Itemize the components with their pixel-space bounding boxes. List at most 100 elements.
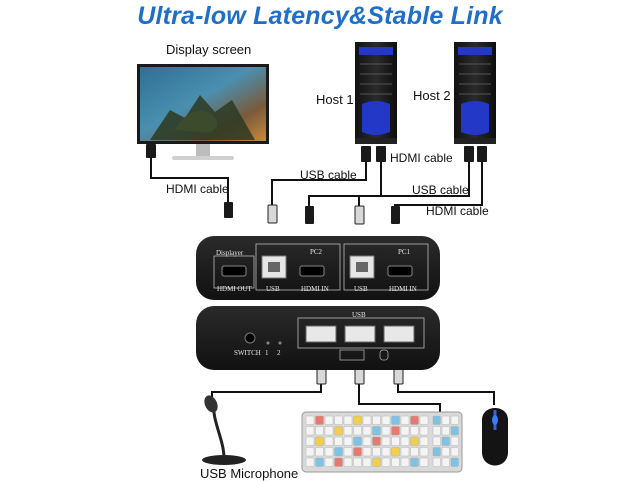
host1-tower	[355, 42, 397, 144]
keyboard-key	[305, 415, 315, 425]
switch-button-label: SWITCH	[234, 349, 261, 357]
keyboard-key	[419, 457, 429, 467]
keyboard-key	[334, 426, 343, 436]
keyboard-key	[372, 415, 381, 425]
keyboard-key	[432, 415, 441, 425]
keyboard-key	[400, 447, 410, 457]
mouse	[482, 408, 508, 466]
keyboard-key	[334, 415, 343, 425]
keyboard-key	[419, 415, 429, 425]
keyboard-key	[362, 415, 372, 425]
keyboard-key	[305, 447, 315, 457]
keyboard-key	[305, 457, 315, 467]
pc1-hdmi-in-label: HDMI IN	[389, 285, 417, 293]
keyboard-key	[372, 447, 381, 457]
keyboard-key	[410, 436, 419, 446]
keyboard-key	[450, 447, 459, 457]
kvm-back-panel	[196, 236, 440, 300]
hdmi-cable-monitor-label: HDMI cable	[166, 182, 229, 196]
keyboard-key	[372, 436, 381, 446]
keyboard-key	[343, 415, 353, 425]
keyboard-key	[324, 426, 334, 436]
host1-label: Host 1	[316, 92, 354, 107]
keyboard-key	[432, 436, 441, 446]
keyboard-key	[391, 415, 400, 425]
keyboard-key	[441, 415, 450, 425]
keyboard-key	[353, 457, 362, 467]
keyboard-key	[315, 457, 324, 467]
keyboard-key	[315, 426, 324, 436]
keyboard-key	[391, 436, 400, 446]
pc2-usb-label: USB	[266, 285, 280, 293]
keyboard-key	[381, 436, 391, 446]
keyboard-key	[324, 447, 334, 457]
hdmi-out-port-label: HDMI OUT	[217, 285, 252, 293]
displayer-port-label: Displayer	[216, 249, 244, 257]
keyboard-key	[362, 457, 372, 467]
keyboard-key	[432, 447, 441, 457]
keyboard-key	[343, 447, 353, 457]
keyboard-key	[334, 447, 343, 457]
keyboard-key	[353, 415, 362, 425]
keyboard-key	[315, 436, 324, 446]
switch-indicator-1-label: 1	[265, 349, 269, 357]
keyboard-key	[450, 436, 459, 446]
usb-cable-host1-label: USB cable	[300, 168, 357, 182]
switch-indicator-2-label: 2	[277, 349, 281, 357]
keyboard-key	[372, 457, 381, 467]
keyboard-key	[410, 426, 419, 436]
pc1-usb-label: USB	[354, 285, 368, 293]
keyboard-key	[400, 415, 410, 425]
keyboard-key	[353, 426, 362, 436]
keyboard-key	[324, 436, 334, 446]
keyboard-key	[432, 426, 441, 436]
keyboard-key	[419, 436, 429, 446]
keyboard-key	[419, 426, 429, 436]
keyboard-key	[381, 447, 391, 457]
keyboard-keys	[305, 415, 459, 467]
keyboard-key	[450, 426, 459, 436]
keyboard-key	[334, 436, 343, 446]
usb-microphone-label: USB Microphone	[200, 466, 299, 481]
keyboard-key	[343, 457, 353, 467]
pc1-label: PC1	[398, 248, 411, 256]
keyboard-key	[315, 447, 324, 457]
keyboard-key	[353, 436, 362, 446]
usb-cable-host2-label: USB cable	[412, 183, 469, 197]
keyboard-key	[410, 415, 419, 425]
keyboard-key	[324, 415, 334, 425]
keyboard-key	[362, 436, 372, 446]
keyboard-key	[441, 457, 450, 467]
keyboard-key	[419, 447, 429, 457]
keyboard-key	[381, 415, 391, 425]
diagram-title: Ultra-low Latency&Stable Link	[137, 2, 503, 30]
keyboard-key	[391, 457, 400, 467]
keyboard-key	[372, 426, 381, 436]
keyboard-key	[410, 457, 419, 467]
keyboard-key	[441, 447, 450, 457]
keyboard-key	[353, 447, 362, 457]
keyboard-key	[343, 436, 353, 446]
keyboard-key	[381, 426, 391, 436]
front-usb-label: USB	[352, 311, 366, 319]
connector-plugs	[146, 144, 487, 385]
keyboard-key	[324, 457, 334, 467]
keyboard-key	[450, 415, 459, 425]
keyboard-key	[305, 436, 315, 446]
pc2-hdmi-in-label: HDMI IN	[301, 285, 329, 293]
host2-label: Host 2	[413, 88, 451, 103]
keyboard-key	[362, 426, 372, 436]
keyboard-key	[432, 457, 441, 467]
keyboard-key	[391, 447, 400, 457]
usb-microphone	[202, 395, 246, 465]
keyboard-key	[305, 426, 315, 436]
keyboard-key	[400, 457, 410, 467]
keyboard-key	[381, 457, 391, 467]
hdmi-cable-host2-label: HDMI cable	[426, 204, 489, 218]
keyboard-key	[450, 457, 459, 467]
display-screen-label: Display screen	[166, 42, 252, 57]
keyboard-key	[441, 426, 450, 436]
keyboard-key	[410, 447, 419, 457]
